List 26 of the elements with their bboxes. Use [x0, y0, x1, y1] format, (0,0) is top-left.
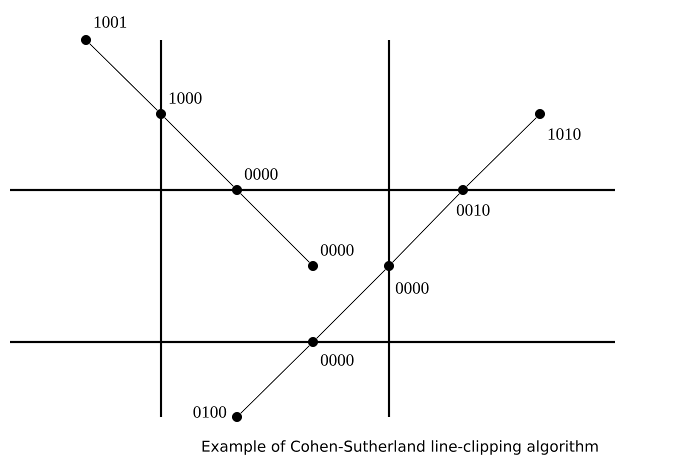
- region-code: 1000: [170, 92, 202, 104]
- region-code: 1001: [94, 16, 126, 28]
- point-dot: [232, 412, 242, 422]
- line-segment: [240, 193, 310, 263]
- region-code: 0010: [456, 204, 490, 216]
- point-dot: [535, 109, 545, 119]
- region-code: 0000: [396, 282, 429, 294]
- line-segment: [240, 345, 310, 414]
- line-segment: [316, 269, 386, 339]
- point-dot: [156, 109, 166, 119]
- point-dot: [384, 261, 394, 271]
- line-segment: [466, 117, 537, 187]
- point-dot: [308, 261, 318, 271]
- line-segment: [89, 43, 158, 111]
- region-code: 0100: [193, 406, 226, 418]
- region-code: 0000: [320, 354, 354, 366]
- point-dot: [458, 185, 468, 195]
- region-code: 0000: [320, 244, 354, 256]
- caption: Example of Cohen-Sutherland line-clipping algorithm: [202, 440, 598, 455]
- line-segment: [392, 193, 460, 263]
- region-code: 0000: [244, 168, 278, 180]
- line-segment: [164, 117, 234, 187]
- point-dot: [232, 185, 242, 195]
- point-dot: [81, 35, 91, 45]
- region-code: 1010: [548, 128, 581, 140]
- point-dot: [308, 337, 318, 347]
